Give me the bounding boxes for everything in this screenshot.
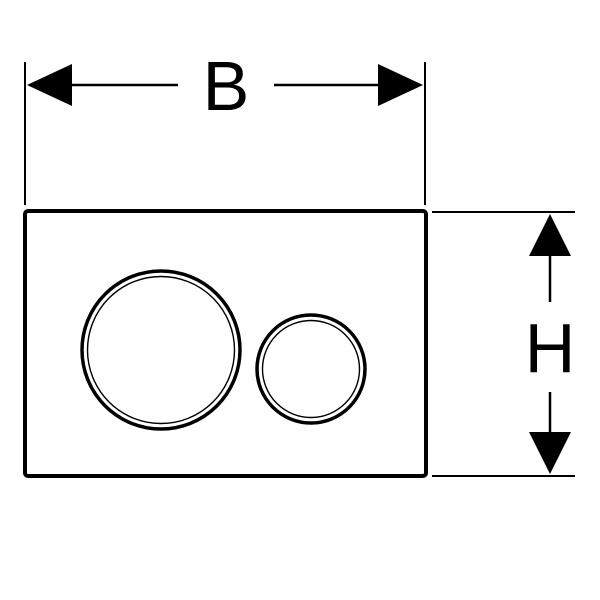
width-arrow-left-icon	[27, 64, 72, 106]
large-button-outer-ring	[80, 269, 242, 431]
actuator-plate	[23, 209, 428, 478]
small-button-outer-ring	[255, 313, 367, 425]
height-arrow-up-icon	[529, 214, 571, 256]
height-label: H	[525, 309, 576, 387]
height-arrow-down-icon	[529, 432, 571, 474]
height-dimension: H	[432, 211, 576, 477]
small-flush-button	[255, 313, 367, 425]
small-button-inner-ring	[261, 319, 361, 419]
width-arrow-right-icon	[378, 64, 423, 106]
large-flush-button	[80, 269, 242, 431]
width-dimension: B	[24, 47, 426, 205]
plate-outline	[23, 209, 428, 478]
large-button-inner-ring	[86, 275, 236, 425]
width-label: B	[203, 47, 250, 125]
